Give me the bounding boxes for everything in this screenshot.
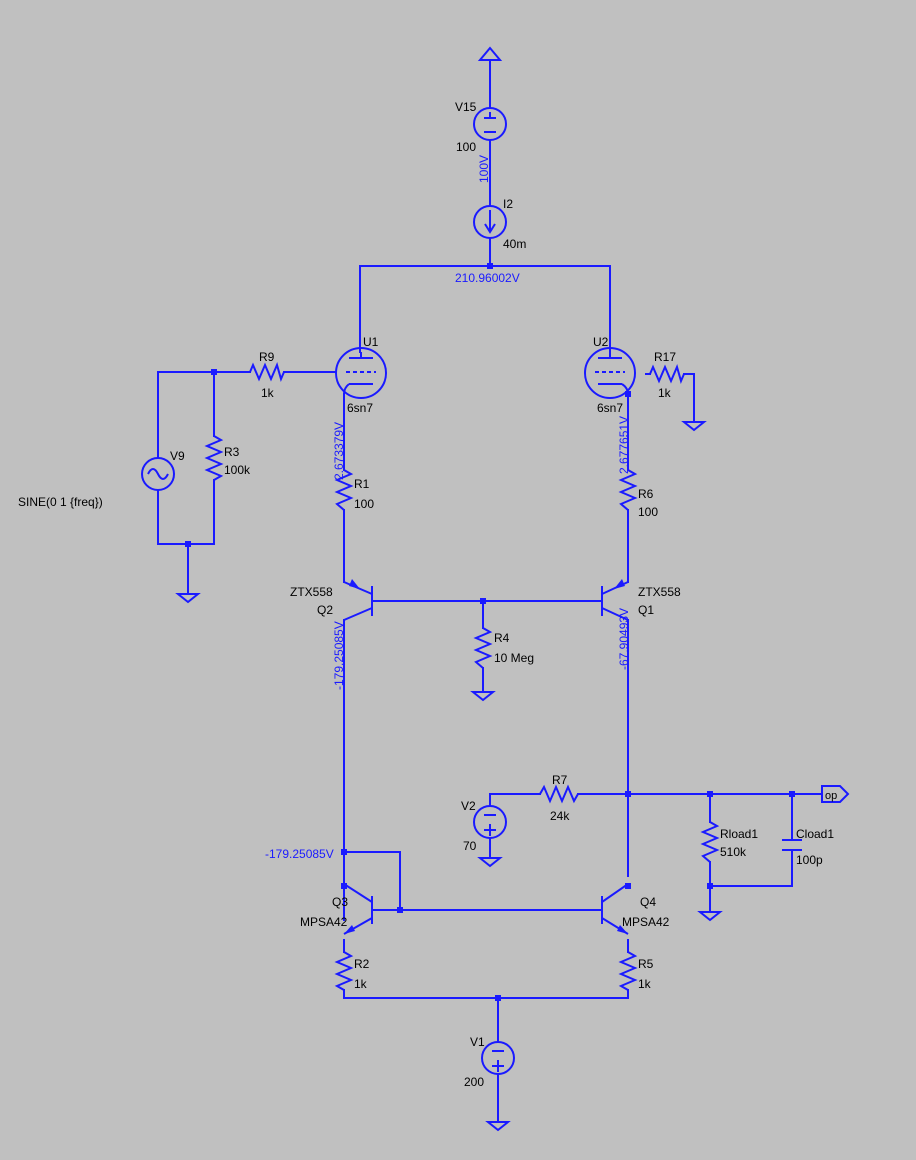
v15-source[interactable]: V15 100 xyxy=(455,100,507,154)
r17-value: 1k xyxy=(658,386,672,400)
q1-model: ZTX558 xyxy=(638,585,681,599)
mirror-node-voltage: -179.25085V xyxy=(265,847,334,861)
cload1-capacitor[interactable]: Cload1 100p xyxy=(782,827,834,867)
v2-source[interactable]: V2 70 xyxy=(461,799,507,853)
v9-ref: V9 xyxy=(170,449,185,463)
ground-icon xyxy=(175,593,201,604)
u1-value: 6sn7 xyxy=(347,401,373,415)
v1-ref: V1 xyxy=(470,1035,485,1049)
r1-ref: R1 xyxy=(354,477,370,491)
q1-transistor[interactable]: ZTX558 Q1 xyxy=(601,579,681,621)
r17-ref: R17 xyxy=(654,350,676,364)
q3-transistor[interactable]: Q3 MPSA42 xyxy=(300,883,373,935)
q2-transistor[interactable]: ZTX558 Q2 xyxy=(290,579,373,621)
supply-arrow-icon xyxy=(477,46,503,61)
rload1-ref: Rload1 xyxy=(720,827,758,841)
q4-model: MPSA42 xyxy=(622,915,670,929)
q2-ref: Q2 xyxy=(317,603,333,617)
rload1-resistor[interactable]: Rload1 510k xyxy=(700,821,758,863)
q1-ref: Q1 xyxy=(638,603,654,617)
v1-source[interactable]: V1 200 xyxy=(464,1035,515,1089)
r4-ref: R4 xyxy=(494,631,510,645)
r5-value: 1k xyxy=(638,977,652,991)
collector-q1-voltage: -67.90493V xyxy=(617,608,631,670)
i2-current-source[interactable]: I2 40m xyxy=(473,197,526,251)
v9-sine-source[interactable]: V9 SINE(0 1 {freq}) xyxy=(18,449,185,509)
u1-triode[interactable]: U1 6sn7 xyxy=(335,335,387,415)
q2-model: ZTX558 xyxy=(290,585,333,599)
r3-value: 100k xyxy=(224,463,251,477)
u2-ref: U2 xyxy=(593,335,609,349)
r6-resistor[interactable]: R6 100 xyxy=(618,469,658,519)
r2-value: 1k xyxy=(354,977,368,991)
rload1-value: 510k xyxy=(720,845,747,859)
ground-icon xyxy=(681,421,707,432)
v9-value: SINE(0 1 {freq}) xyxy=(18,495,103,509)
ground-icon xyxy=(477,857,503,868)
cathode-u2-voltage: 2.677651V xyxy=(617,416,631,474)
r2-resistor[interactable]: R2 1k xyxy=(334,951,370,991)
r3-ref: R3 xyxy=(224,445,240,459)
v1-value: 200 xyxy=(464,1075,484,1089)
q3-ref: Q3 xyxy=(332,895,348,909)
r7-value: 24k xyxy=(550,809,570,823)
r5-ref: R5 xyxy=(638,957,654,971)
output-net-label: op xyxy=(825,790,837,802)
collector-q2-voltage: -179.25085V xyxy=(332,621,346,690)
i2-value: 40m xyxy=(503,237,526,251)
r6-value: 100 xyxy=(638,505,658,519)
r4-value: 10 Meg xyxy=(494,651,534,665)
q3-model: MPSA42 xyxy=(300,915,348,929)
r7-resistor[interactable]: R7 24k xyxy=(539,773,579,823)
cathode-u1-voltage: 2.673379V xyxy=(332,422,346,480)
r17-resistor[interactable]: R17 1k xyxy=(649,350,685,400)
junctions xyxy=(185,263,795,1001)
r3-resistor[interactable]: R3 100k xyxy=(204,435,251,481)
r6-ref: R6 xyxy=(638,487,654,501)
r4-resistor[interactable]: R4 10 Meg xyxy=(473,627,534,669)
r9-ref: R9 xyxy=(259,350,275,364)
r9-resistor[interactable]: R9 1k xyxy=(249,350,285,400)
u1-ref: U1 xyxy=(363,335,379,349)
output-net-flag[interactable]: op xyxy=(821,785,850,803)
v15-value: 100 xyxy=(456,140,476,154)
supply-node-voltage: 100V xyxy=(477,155,491,183)
v15-ref: V15 xyxy=(455,100,477,114)
r9-value: 1k xyxy=(261,386,275,400)
ground-icon xyxy=(485,1121,511,1132)
i2-ref: I2 xyxy=(503,197,513,211)
r7-ref: R7 xyxy=(552,773,568,787)
ground-icon xyxy=(697,911,723,922)
u2-value: 6sn7 xyxy=(597,401,623,415)
r1-value: 100 xyxy=(354,497,374,511)
q4-ref: Q4 xyxy=(640,895,656,909)
q4-transistor[interactable]: Q4 MPSA42 xyxy=(601,883,670,935)
r1-resistor[interactable]: R1 100 xyxy=(334,469,374,511)
v2-value: 70 xyxy=(463,839,477,853)
anode-node-voltage: 210.96002V xyxy=(455,271,520,285)
r5-resistor[interactable]: R5 1k xyxy=(618,951,654,991)
u2-triode[interactable]: U2 6sn7 xyxy=(584,335,636,415)
cload1-ref: Cload1 xyxy=(796,827,834,841)
v2-ref: V2 xyxy=(461,799,476,813)
r2-ref: R2 xyxy=(354,957,370,971)
ground-icon xyxy=(470,691,496,702)
cload1-value: 100p xyxy=(796,853,823,867)
wires xyxy=(157,59,823,1123)
